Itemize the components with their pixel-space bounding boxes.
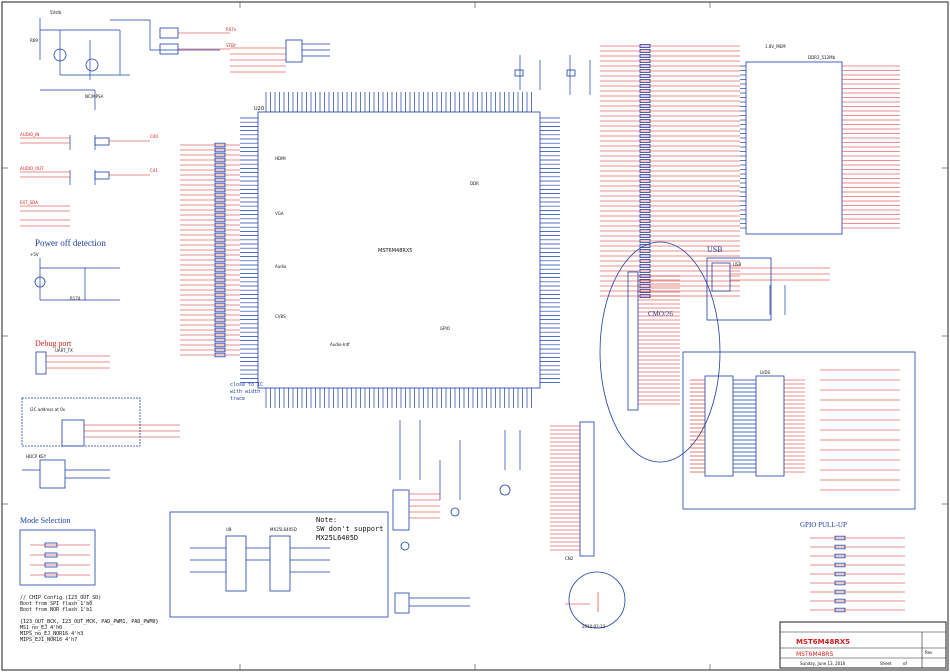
title-sheet: Sheet [880,661,892,666]
note-title: Note: [316,516,337,524]
power-circuit-top-left: RSTn STBY 5Vstb R69 NC/MPSA [30,10,237,110]
mode-selection-box [19,529,96,586]
chip-pins-bottom [265,388,532,408]
svg-text:STBY: STBY [226,43,237,48]
svg-text:MIPS_no_EJ_NOR16 4'h3: MIPS_no_EJ_NOR16 4'h3 [20,631,83,637]
title-document: MST6M48RS [796,651,833,658]
svg-text:Audio: Audio [275,264,287,269]
chip-left-inputs [180,142,240,358]
title-block: MST6M48RX5 MST6M48RS Sunday, June 13, 20… [779,621,947,669]
svg-text:VGA: VGA [275,211,284,216]
main-chip-ref: U20 [254,106,264,112]
note-line2: MX25L6405D [316,534,358,542]
svg-text:MIPS_EJ1_NOR16 4'h7: MIPS_EJ1_NOR16 4'h7 [20,637,77,643]
close-ic-note: close to IC [230,382,263,388]
bottom-connector-pins [550,425,580,551]
lvds-panel-box: LVDS [682,351,916,510]
svg-text:2010-02-23: 2010-02-23 [582,624,606,629]
svg-text:DDR: DDR [470,181,479,186]
usb-label: USB [707,245,723,254]
svg-text:R174: R174 [70,296,81,301]
power-off-circuit: +5V R174 [30,252,120,301]
cmo-pins [638,275,680,405]
title-company: MST6M48RX5 [796,638,850,646]
chip-pins-left [240,117,258,383]
svg-text:LVDS: LVDS [760,370,771,375]
left-resistor-block: AUDIO_IN AUDIO_OUT EXT_SDA C40 C41 [20,132,158,227]
svg-text:5Vstb: 5Vstb [50,10,62,15]
svg-text:U8: U8 [226,527,232,532]
mode-selection-label: Mode Selection [20,516,70,525]
usb-box: USB [706,257,830,321]
svg-text:CN2: CN2 [565,556,574,561]
cmo-label: CMO/26 [648,310,673,318]
flash-note-box: Note: SW don't support MX25L6405D U8 MX2… [169,511,389,618]
svg-text:UART_TX: UART_TX [55,348,73,353]
svg-text:// CHIP Config (I23_OUT_SD): // CHIP Config (I23_OUT_SD) [20,595,101,601]
power-off-label: Power off detection [35,238,106,248]
svg-text:R69: R69 [30,38,38,43]
title-rev: Rev [925,650,933,655]
svg-text:{I23_OUT_BCK, I23_OUT_MCK, PAD: {I23_OUT_BCK, I23_OUT_MCK, PAD_PWM1, PAD… [20,619,158,625]
svg-text:Boot from NOR flash 1'b1: Boot from NOR flash 1'b1 [20,607,92,613]
svg-text:+5V: +5V [30,252,39,257]
svg-text:Boot from SPI flash 1'b0: Boot from SPI flash 1'b0 [20,601,92,607]
gpio-pullup-label: GPIO PULL-UP [800,521,847,529]
ddr-nets [600,44,740,298]
bottom-connector: CN2 [565,421,595,561]
chip-pins-top [265,92,532,112]
svg-text:DDR2_512Mb: DDR2_512Mb [808,55,836,60]
svg-text:HDCP KEY: HDCP KEY [26,454,47,459]
svg-text:USB: USB [733,262,741,267]
debug-port: UART_TX [35,348,110,375]
main-chip: U20 MST6M48RX5 HDMI VGA Audio CVBS Audio… [254,106,541,389]
lvds-pins [690,369,900,491]
svg-text:AUDIO_OUT: AUDIO_OUT [20,166,44,171]
with-width-note: with width [230,389,260,395]
ddr-memory-chip: DDR2_512Mb 1.8V_MEM [745,44,843,235]
svg-text:CVBS: CVBS [275,314,286,319]
svg-text:HDMI: HDMI [275,156,286,161]
svg-text:1.8V_MEM: 1.8V_MEM [765,44,786,49]
i2c-note: I2C address at 0x [30,407,66,412]
svg-text:GPIO: GPIO [440,326,450,331]
svg-text:MS1_no_EJ 4'h0: MS1_no_EJ 4'h0 [20,625,62,631]
debug-port-label: Debug port [35,339,72,348]
svg-text:Audio-Intf: Audio-Intf [330,342,350,347]
svg-text:EXT_SDA: EXT_SDA [20,200,38,205]
top-supply-block [230,39,591,95]
svg-text:C40: C40 [150,134,158,139]
title-date: Sunday, June 13, 2010 [800,661,846,666]
ddr-pins [740,65,900,229]
note-line1: SW don't support [316,525,383,533]
i2c-eeprom-area: I2C address at 0x HDCP KEY [21,397,180,489]
chip-pins-right [540,117,560,383]
gpio-pullup-nets [810,535,905,613]
title-of: of [903,661,907,666]
svg-text:C41: C41 [150,168,158,173]
trace-note: trace [230,396,245,402]
date-circle: 2010-02-23 [565,571,626,629]
svg-text:AUDIO_IN: AUDIO_IN [20,132,39,137]
svg-text:NC/MPSA: NC/MPSA [85,94,104,99]
svg-text:MX25L6405D: MX25L6405D [270,527,297,532]
mode-config-text: // CHIP Config (I23_OUT_SD) Boot from SP… [20,595,158,643]
svg-text:RSTn: RSTn [226,27,237,32]
center-bottom-components [392,420,521,614]
main-chip-part: MST6M48RX5 [378,248,412,254]
